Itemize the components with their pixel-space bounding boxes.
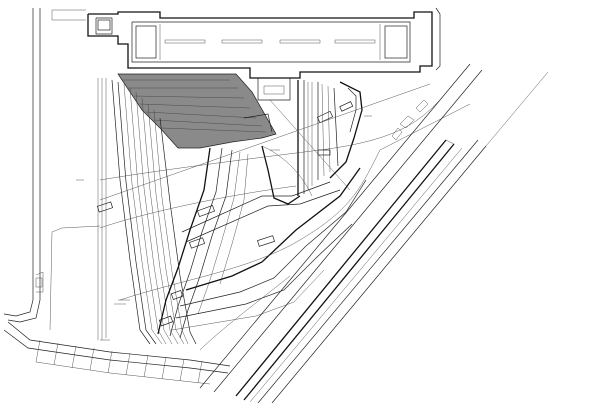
right-gallery-ramps (297, 80, 363, 196)
parking-bays (35, 339, 211, 385)
site-annotation-marks (76, 115, 372, 341)
central-gallery-volume (96, 145, 367, 339)
bottom-street-curb (3, 225, 231, 385)
left-boundary-wall (3, 8, 44, 323)
top-boundary-lines (51, 7, 441, 71)
diagonal-road-corridor (199, 63, 549, 403)
historic-barracks-building (87, 11, 433, 101)
hatched-entry-plaza (117, 73, 277, 149)
landscape-curves (99, 83, 471, 351)
gallery-wing-striations (97, 78, 197, 345)
